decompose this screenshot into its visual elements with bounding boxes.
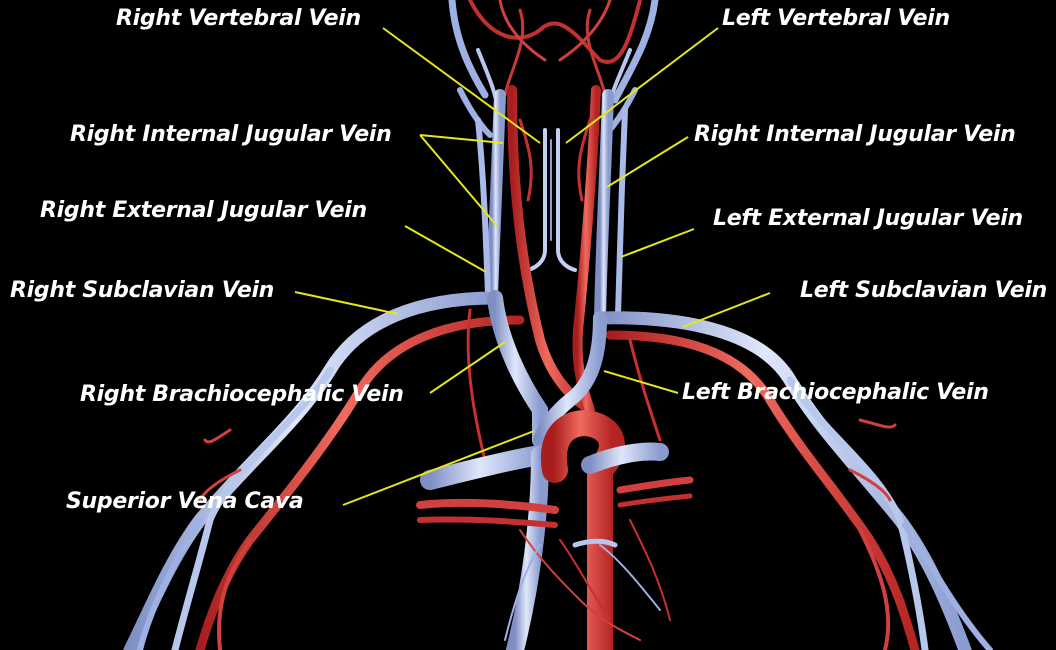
neck-arteries	[512, 90, 596, 410]
label-right-brachiocephalic-vein: Right Brachiocephalic Vein	[80, 382, 404, 408]
leader-right-ejv	[405, 226, 486, 272]
label-right-internal-jugular-vein: Right Internal Jugular Vein	[70, 122, 392, 148]
label-left-brachiocephalic-vein: Left Brachiocephalic Vein	[682, 380, 989, 406]
leader-right-subclavian	[295, 292, 398, 314]
leader-left-ejv	[621, 229, 694, 257]
label-left-external-jugular-vein: Left External Jugular Vein	[713, 206, 1023, 232]
label-right-internal-jugular-vein-2: Right Internal Jugular Vein	[694, 122, 1016, 148]
label-right-subclavian-vein: Right Subclavian Vein	[10, 278, 274, 304]
label-superior-vena-cava: Superior Vena Cava	[66, 489, 303, 515]
leader-left-brachiocephalic	[604, 371, 678, 393]
neck-veins	[478, 95, 625, 318]
label-right-external-jugular-vein: Right External Jugular Vein	[40, 198, 367, 224]
label-left-vertebral-vein: Left Vertebral Vein	[722, 6, 950, 32]
label-left-subclavian-vein: Left Subclavian Vein	[800, 278, 1047, 304]
aortic-arch	[420, 423, 690, 650]
leader-right-ijv-2	[607, 137, 688, 187]
leader-left-subclavian	[683, 293, 770, 327]
label-right-vertebral-vein: Right Vertebral Vein	[116, 6, 361, 32]
